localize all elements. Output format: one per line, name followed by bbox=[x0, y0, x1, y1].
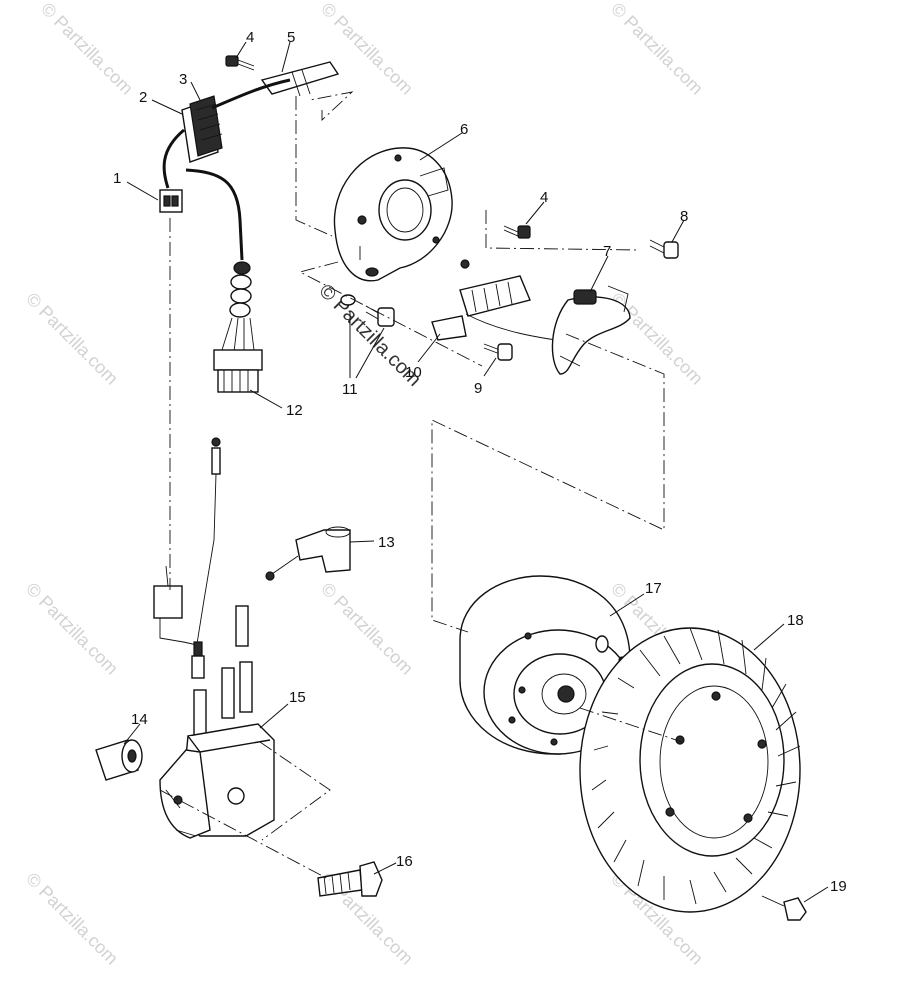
callout-7: 7 bbox=[603, 243, 611, 260]
callout-4-mid: 4 bbox=[540, 189, 548, 206]
connector-small bbox=[159, 189, 183, 213]
callout-16: 16 bbox=[396, 853, 413, 870]
ignition-lead bbox=[153, 437, 221, 679]
callout-9: 9 bbox=[474, 380, 482, 397]
callout-3: 3 bbox=[179, 71, 187, 88]
watermark-text: © Partzilla.com bbox=[22, 289, 122, 389]
bolt-top bbox=[225, 55, 255, 71]
callout-15: 15 bbox=[289, 689, 306, 706]
stator-plate bbox=[333, 147, 453, 282]
callout-12: 12 bbox=[286, 402, 303, 419]
harness-connector bbox=[213, 349, 263, 393]
coil-mounting-bolt bbox=[317, 861, 383, 897]
alignment-lines bbox=[159, 91, 683, 881]
screw-11 bbox=[340, 294, 395, 327]
watermark-text: © Partzilla.com bbox=[22, 869, 122, 969]
charging-coil bbox=[551, 285, 631, 375]
wiring-harness bbox=[159, 55, 340, 393]
voltage-regulator bbox=[181, 95, 223, 163]
callout-13: 13 bbox=[378, 534, 395, 551]
callout-11: 11 bbox=[342, 381, 358, 398]
bushing bbox=[95, 739, 143, 781]
callout-10: 10 bbox=[405, 364, 422, 381]
fan-screw bbox=[761, 895, 807, 921]
callout-19: 19 bbox=[830, 878, 847, 895]
ignition-coil bbox=[159, 723, 275, 839]
screw-8 bbox=[649, 239, 679, 259]
callout-8: 8 bbox=[680, 208, 688, 225]
callout-14: 14 bbox=[131, 711, 148, 728]
watermark-text: © Partzilla.com bbox=[607, 0, 707, 99]
screw-4-mid bbox=[503, 225, 531, 239]
watermark-text: © Partzilla.com bbox=[317, 0, 417, 99]
cooling-fan bbox=[579, 627, 801, 913]
callout-6: 6 bbox=[460, 121, 468, 138]
callout-5: 5 bbox=[287, 29, 295, 46]
callout-17: 17 bbox=[645, 580, 662, 597]
callout-18: 18 bbox=[787, 612, 804, 629]
watermark-text: © Partzilla.com bbox=[37, 0, 137, 99]
callout-1: 1 bbox=[113, 170, 121, 187]
callout-4-top: 4 bbox=[246, 29, 254, 46]
wire-wrap bbox=[221, 261, 255, 353]
watermark-text: © Partzilla.com bbox=[22, 579, 122, 679]
callout-2: 2 bbox=[139, 89, 147, 106]
mounting-bracket bbox=[260, 61, 340, 95]
spark-plug-cap bbox=[265, 526, 351, 581]
callout-leaders bbox=[123, 41, 829, 903]
source-coil bbox=[431, 259, 571, 343]
bracket-tab bbox=[291, 69, 311, 97]
callout-labels: 1 2 3 4 5 6 4 7 8 9 10 11 12 13 14 15 16… bbox=[113, 29, 847, 895]
screw-9 bbox=[483, 343, 513, 361]
watermark-text: © Partzilla.com bbox=[317, 579, 417, 679]
